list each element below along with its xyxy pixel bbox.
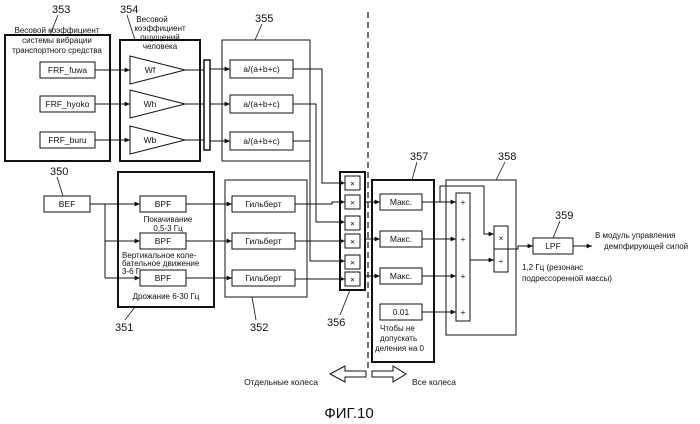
all-wheels-label: Все колеса <box>412 377 456 387</box>
multiply-cell-4-symbol: × <box>350 237 355 247</box>
wire-ratio3-mult <box>293 141 345 261</box>
vehicle-weight-title-2: системы вибрации <box>22 36 92 45</box>
multiply-cell-1-symbol: × <box>350 179 355 189</box>
frf-buru-label: FRF_buru <box>48 135 87 145</box>
ref-353: 353 <box>52 4 70 16</box>
ref-351: 351 <box>115 322 133 334</box>
ref-350-leader <box>57 177 63 196</box>
frf-fuwa-label: FRF_fuwa <box>48 65 87 75</box>
div-symbol: ÷ <box>499 256 504 266</box>
ref-359: 359 <box>555 210 573 222</box>
max-block-2-label: Макс. <box>390 234 412 244</box>
epsilon-note-1: Чтобы не <box>380 324 415 333</box>
frf-hyoko-label: FRF_hyoko <box>46 99 90 109</box>
ref-357-leader <box>412 162 417 180</box>
wire-ratio1-mult <box>293 69 345 183</box>
ratio-block-3-label: a/(a+b+c) <box>243 136 280 146</box>
output-label-1: В модуль управления <box>595 231 676 240</box>
human-weight-title-2: коэффициент <box>134 24 186 33</box>
hilbert-block-1-label: Гильберт <box>245 199 281 209</box>
max-block-3-label: Макс. <box>390 271 412 281</box>
gain-wh-triangle <box>130 90 185 118</box>
bpf-band-3-line-1: Дрожание 6-30 Гц <box>133 292 200 301</box>
mult-symbol: × <box>499 233 504 243</box>
individual-wheels-arrow <box>330 366 366 382</box>
multiply-cell-6-symbol: × <box>350 275 355 285</box>
all-wheels-arrow <box>372 366 406 382</box>
multiply-cell-3-symbol: × <box>350 219 355 229</box>
bpf-band-1-line-1: Покачивание <box>144 215 193 224</box>
sum-plus-3: + <box>461 271 466 281</box>
ref-358: 358 <box>498 151 516 163</box>
hilbert-block-2-label: Гильберт <box>245 236 281 246</box>
ratio-block-2-label: a/(a+b+c) <box>243 99 280 109</box>
sum-bar <box>456 193 470 321</box>
individual-wheels-label: Отдельные колеса <box>244 377 318 387</box>
wire-multdiv-lpf <box>508 246 533 249</box>
multiply-cell-5-symbol: × <box>350 258 355 268</box>
hilbert-block-3-label: Гильберт <box>245 273 281 283</box>
gain-wh-label: Wh <box>144 99 157 109</box>
ref-356: 356 <box>327 317 345 329</box>
ref-352-leader <box>252 297 256 320</box>
human-weight-title-3: ощущений <box>140 33 179 42</box>
lpf-freq-1: 1,2 Гц (резонанс <box>522 263 583 272</box>
ref-355-leader <box>255 24 262 40</box>
ref-357: 357 <box>410 151 428 163</box>
ref-356-leader <box>340 290 350 315</box>
bpf-block-1-label: BPF <box>155 199 172 209</box>
vehicle-weight-title-3: транспортного средства <box>12 46 102 55</box>
bpf-block-3-label: BPF <box>155 273 172 283</box>
wire-hilbert1-mult <box>295 202 345 204</box>
human-weight-title-1: Весовой <box>136 15 167 24</box>
ref-352: 352 <box>250 322 268 334</box>
gain-wf-label: Wf <box>145 65 156 75</box>
epsilon-value: 0.01 <box>393 307 410 317</box>
ref-350: 350 <box>50 166 68 178</box>
bpf-band-1-line-2: 0,5-3 Гц <box>153 224 183 233</box>
ref-351-leader <box>125 307 135 320</box>
bef-label: BEF <box>59 199 76 209</box>
epsilon-note-3: деления на 0 <box>375 344 425 353</box>
gain-wf-triangle <box>130 56 185 84</box>
sum-plus-1: + <box>461 197 466 207</box>
ref-358-leader <box>496 162 505 180</box>
gain-wb-triangle <box>130 126 185 154</box>
ref-359-leader <box>553 221 560 238</box>
bpf-block-2-label: BPF <box>155 236 172 246</box>
mux-bar <box>204 60 210 150</box>
ratio-block-1-label: a/(a+b+c) <box>243 64 280 74</box>
sum-plus-4: + <box>461 307 466 317</box>
multiply-cell-2-symbol: × <box>350 198 355 208</box>
ref-355: 355 <box>255 13 273 25</box>
output-label-2: демпфирующей силой <box>604 242 688 251</box>
gain-wb-label: Wb <box>144 135 157 145</box>
figure-caption: ФИГ.10 <box>324 405 373 422</box>
lpf-freq-2: подрессоренной массы) <box>522 274 612 283</box>
sum-plus-2: + <box>461 234 466 244</box>
epsilon-note-2: допускать <box>380 334 417 343</box>
lpf-label: LPF <box>545 241 561 251</box>
vehicle-weight-title-1: Весовой коэффициент <box>15 26 100 35</box>
max-block-1-label: Макс. <box>390 197 412 207</box>
human-weight-title-4: человека <box>143 42 178 51</box>
